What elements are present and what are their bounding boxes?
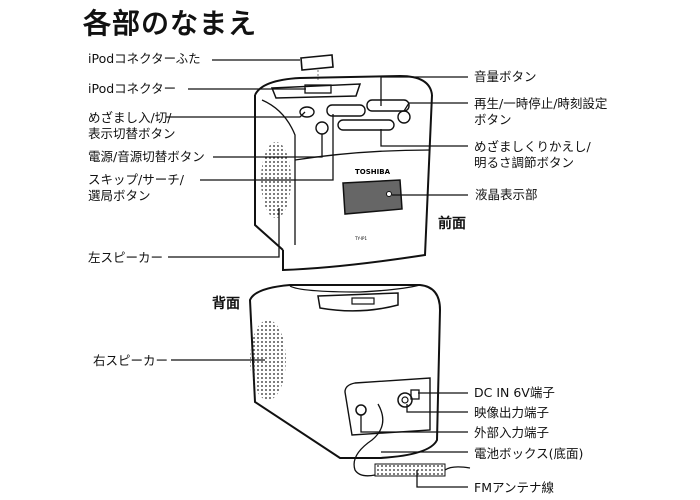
label-play-button-2: ボタン — [474, 112, 512, 127]
label-skip-button-1: スキップ/サーチ/ — [88, 172, 184, 187]
model-text: TY-IP1 — [354, 236, 367, 241]
front-top-edge — [254, 74, 433, 96]
lcd-pointer-dot — [386, 191, 392, 197]
antenna-coil — [374, 463, 446, 477]
front-face-topline — [294, 149, 431, 161]
brand-logo: TOSHIBA — [355, 168, 391, 176]
leader-left-speaker — [168, 208, 280, 258]
label-play-button-1: 再生/一時停止/時刻設定 — [474, 96, 608, 111]
front-face-outline — [282, 94, 433, 272]
back-top-ridge — [289, 284, 421, 293]
label-snooze-button-2: 明るさ調節ボタン — [474, 155, 575, 170]
back-device — [248, 284, 471, 477]
label-alarm-button-2: 表示切替ボタン — [88, 126, 176, 141]
leader-skip-button — [200, 114, 334, 181]
label-video-out: 映像出力端子 — [474, 405, 550, 420]
label-ipod-connector: iPodコネクター — [88, 81, 177, 96]
alarm-button — [299, 106, 315, 118]
leader-video-out — [406, 404, 468, 413]
snooze-button — [337, 119, 395, 131]
label-ipod-cover: iPodコネクターふた — [88, 51, 201, 66]
label-back-view: 背面 — [212, 296, 240, 312]
dock-slot — [270, 83, 362, 99]
power-button — [315, 121, 329, 135]
label-dc-in: DC IN 6V端子 — [474, 385, 555, 400]
label-aux-in: 外部入力端子 — [474, 425, 550, 440]
page-title: 各部のなまえ — [83, 7, 258, 40]
label-right-speaker: 右スピーカー — [93, 353, 169, 368]
label-power-button: 電源/音源切替ボタン — [88, 149, 205, 164]
leader-fm-antenna — [416, 470, 468, 488]
leader-volume-button — [380, 76, 468, 106]
front-left-side — [254, 95, 284, 251]
ipod-cover-part — [300, 54, 334, 71]
leader-aux-in — [360, 415, 468, 433]
antenna-wire — [353, 403, 384, 477]
label-volume-button: 音量ボタン — [474, 69, 537, 84]
label-fm-antenna: FMアンテナ線 — [474, 480, 554, 495]
front-side-curve — [261, 99, 296, 245]
back-dock-connector — [351, 297, 375, 305]
back-dock-slot — [317, 292, 399, 312]
label-snooze-button-1: めざましくりかえし/ — [474, 139, 591, 154]
back-leader-lines — [171, 359, 468, 488]
video-out-jack — [397, 392, 413, 408]
label-front-view: 前面 — [438, 216, 466, 232]
label-battery-box: 電池ボックス(底面) — [474, 446, 584, 461]
label-lcd: 液晶表示部 — [475, 187, 538, 202]
leader-snooze-button — [380, 129, 468, 147]
leader-play-button — [403, 102, 468, 112]
dc-in-jack — [410, 389, 420, 400]
antenna-tip — [444, 466, 471, 471]
right-speaker-grille — [250, 320, 286, 400]
leader-power-button — [213, 134, 323, 158]
back-panel — [344, 377, 431, 436]
video-out-jack-inner — [401, 396, 409, 404]
back-body-outline — [248, 284, 442, 459]
front-leader-lines — [166, 59, 468, 258]
front-device: TOSHIBA TY-IP1 — [254, 54, 433, 272]
label-left-speaker: 左スピーカー — [88, 250, 164, 265]
lcd-display — [342, 179, 403, 215]
aux-in-jack — [355, 404, 367, 416]
volume-button — [366, 99, 410, 112]
skip-button — [326, 104, 366, 117]
label-alarm-button-1: めざまし入/切/ — [88, 110, 172, 125]
label-skip-button-2: 選局ボタン — [88, 188, 151, 203]
leader-alarm-button — [166, 111, 306, 118]
play-button — [397, 110, 411, 124]
